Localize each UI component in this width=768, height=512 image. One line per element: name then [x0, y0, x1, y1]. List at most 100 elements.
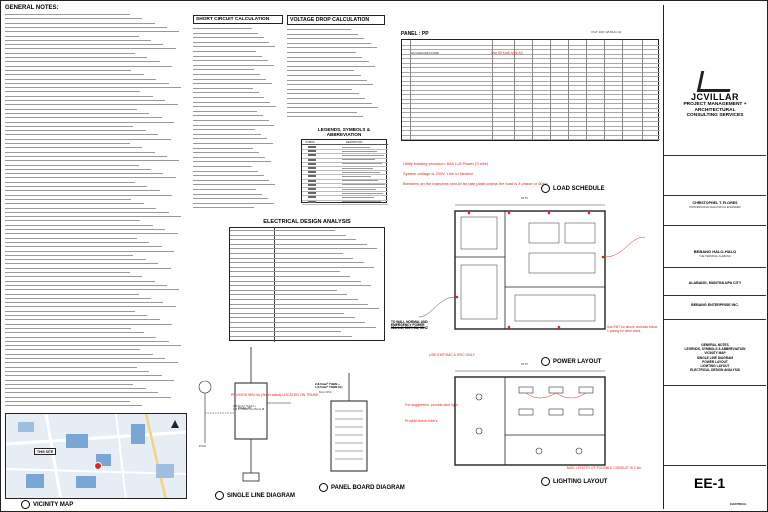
general-note-line — [5, 362, 178, 364]
company-name: JCVILLAR — [690, 92, 739, 102]
panel-main-label: PANEL PP — [238, 406, 252, 410]
provide-tubes-note: Provide these tube's — [405, 419, 438, 423]
general-note-line — [5, 370, 150, 372]
legend-symbol-icon — [308, 171, 316, 174]
suggestion-note: For suggestion: provide pilot light — [405, 403, 458, 407]
general-note-line — [5, 289, 180, 291]
panel-row — [402, 130, 660, 136]
legend-description-line — [342, 159, 375, 161]
general-note-line — [5, 173, 164, 175]
panel-row — [402, 67, 660, 73]
short-circuit-line — [193, 207, 255, 209]
use-emt-note: USE EMT/IMC & RSC ONLY — [429, 353, 476, 357]
north-arrow-icon — [171, 420, 179, 428]
short-circuit-line — [193, 41, 270, 43]
general-note-line — [5, 35, 139, 37]
panel-title: PANEL : PP — [401, 31, 429, 37]
legend-row — [302, 158, 388, 163]
eda-line — [230, 253, 343, 254]
short-circuit-line — [193, 83, 272, 85]
voltage-drop-line — [287, 65, 376, 67]
short-circuit-line — [193, 184, 276, 186]
general-note-line — [5, 310, 135, 312]
general-note-line — [5, 26, 167, 28]
breakers-note: Breakers on the branches should be rate … — [403, 181, 548, 186]
short-circuit-line — [193, 161, 272, 163]
legend-row — [302, 191, 388, 197]
tb-divider-5 — [664, 295, 766, 296]
voltage-drop-line — [287, 93, 359, 95]
panel-row — [402, 49, 660, 55]
general-note-line — [5, 250, 175, 252]
vicinity-map-title: VICINITY MAP — [21, 500, 73, 509]
legend-description-line — [342, 184, 385, 186]
general-note-line — [5, 405, 143, 407]
short-circuit-line — [193, 69, 255, 71]
legend-row — [302, 170, 388, 176]
general-note-line — [5, 117, 162, 119]
general-note-line — [5, 366, 137, 368]
provide-min-note: PROVIDE MIN 4A (Short rated) LOCATED ON … — [231, 393, 319, 397]
short-circuit-line — [193, 37, 264, 39]
general-note-line — [5, 134, 159, 136]
general-note-line — [5, 259, 146, 261]
panel-row — [402, 81, 660, 86]
panel-table-wrap: ACU (GROUND FLOOR) — [401, 39, 660, 141]
panel-row — [402, 103, 660, 109]
general-note-line — [5, 130, 146, 132]
panel-row — [402, 63, 660, 68]
eda-line — [230, 257, 353, 259]
general-note-line — [5, 246, 162, 248]
legend-symbol-icon — [308, 154, 316, 157]
short-circuit-line — [193, 198, 268, 200]
vicinity-map: THIS SITE — [5, 413, 187, 499]
lighting-layout-title: LIGHTING LAYOUT — [541, 477, 607, 486]
general-note-line — [5, 112, 150, 114]
general-note-line — [5, 87, 182, 89]
project-name: BEBANG HALO-HALO — [693, 249, 737, 254]
legend-symbol-icon — [308, 200, 316, 203]
eda-line — [230, 317, 355, 319]
load-schedule-icon — [541, 184, 550, 193]
general-note-line — [5, 108, 137, 110]
short-circuit-line — [193, 129, 256, 131]
eda-line — [230, 326, 376, 328]
voltage-drop-line — [287, 75, 361, 76]
general-note-line — [5, 263, 159, 265]
voltage-drop-line — [287, 38, 365, 40]
eda-line — [230, 285, 371, 287]
general-note-line — [5, 48, 176, 50]
panel-row — [402, 126, 660, 131]
panel-col-divider — [604, 40, 605, 140]
short-circuit-line — [193, 170, 258, 172]
company-line-3: ARCHITECTURAL — [694, 107, 736, 113]
legend-col-description: DESCRIPTION — [346, 140, 363, 144]
eda-line — [230, 239, 356, 241]
panel-voltage: VOLT: 230V 1Ø 60Hz 2-W — [591, 31, 622, 34]
legend-symbol-icon — [308, 175, 316, 178]
company-logo: JCVILLAR PROJECT MANAGEMENT + ARCHITECTU… — [666, 71, 764, 127]
short-circuit-line — [193, 51, 256, 52]
power-layout-title: POWER LAYOUT — [541, 357, 601, 366]
to-wall-label: TO WALL NORMAL AND EMERGENCY POWER 60A 1… — [391, 320, 428, 330]
legend-description-line — [342, 180, 378, 182]
legend-description-line — [342, 150, 377, 152]
voltage-drop-line — [287, 98, 366, 99]
panel-row — [402, 40, 660, 46]
short-circuit-line — [193, 193, 262, 195]
legends-section: LEGENDS, SYMBOLS & ABBREVIATION SYMBOL D… — [301, 127, 388, 205]
panel-col-divider — [622, 40, 623, 140]
wire-spec-2: 2-8.0mm² THHN + 1-5.5 THHN (G) 25mm Ø — [233, 404, 265, 412]
short-circuit-line — [193, 78, 267, 80]
general-note-line — [5, 52, 135, 54]
general-note-line — [5, 151, 155, 153]
legend-col-symbol: SYMBOL — [305, 140, 315, 144]
voltage-drop-line — [287, 70, 355, 72]
lighting-layout-icon — [541, 477, 550, 486]
panel-row — [402, 58, 660, 64]
lighting-layout: 6175 — [409, 361, 659, 475]
general-note-line — [5, 340, 169, 342]
general-note-line — [5, 293, 139, 295]
eda-line — [230, 289, 337, 291]
